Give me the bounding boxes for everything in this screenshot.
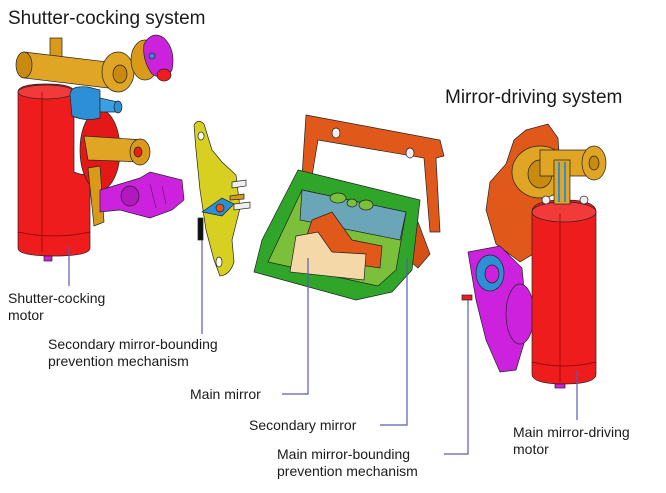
leader-lines [68,240,578,455]
label-line: prevention mechanism [277,463,418,479]
label-line: motor [8,307,44,323]
mirror-driving-system-title: Mirror-driving system [445,87,623,108]
main-mirror-driving-motor-part [531,159,597,389]
label-line: Shutter-cocking [8,290,106,306]
main-mirror-part [289,231,367,281]
leader-main-mirror [282,258,309,395]
cocking-cam-blue [69,86,123,120]
label-line: motor [513,441,549,457]
label-secondary-mirror-bounding: Secondary mirror-bounding prevention mec… [48,336,218,370]
label-line: Main mirror-driving [513,424,630,440]
upper-cam-plate [143,34,174,82]
mirror-box-assembly [253,114,445,301]
shutter-cocking-system-title: Shutter-cocking system [8,8,206,29]
label-line: Main mirror-bounding [277,446,411,462]
secondary-mirror-bounding-plate [193,120,251,277]
cocking-lever-magenta [99,171,185,219]
label-secondary-mirror: Secondary mirror [249,417,357,433]
mirror-driving-assembly [461,123,607,389]
label-main-mirror-driving-motor: Main mirror-driving motor [513,424,630,458]
shutter-cocking-assembly [15,34,185,262]
label-line: prevention mechanism [48,353,189,369]
label-shutter-cocking-motor: Shutter-cocking motor [8,290,105,324]
label-main-mirror: Main mirror [190,386,261,402]
label-main-mirror-bounding: Main mirror-bounding prevention mechanis… [277,446,418,480]
leader-secondary-mirror [380,258,408,426]
leader-main-bounding [444,300,469,455]
label-line: Secondary mirror-bounding [48,336,218,352]
